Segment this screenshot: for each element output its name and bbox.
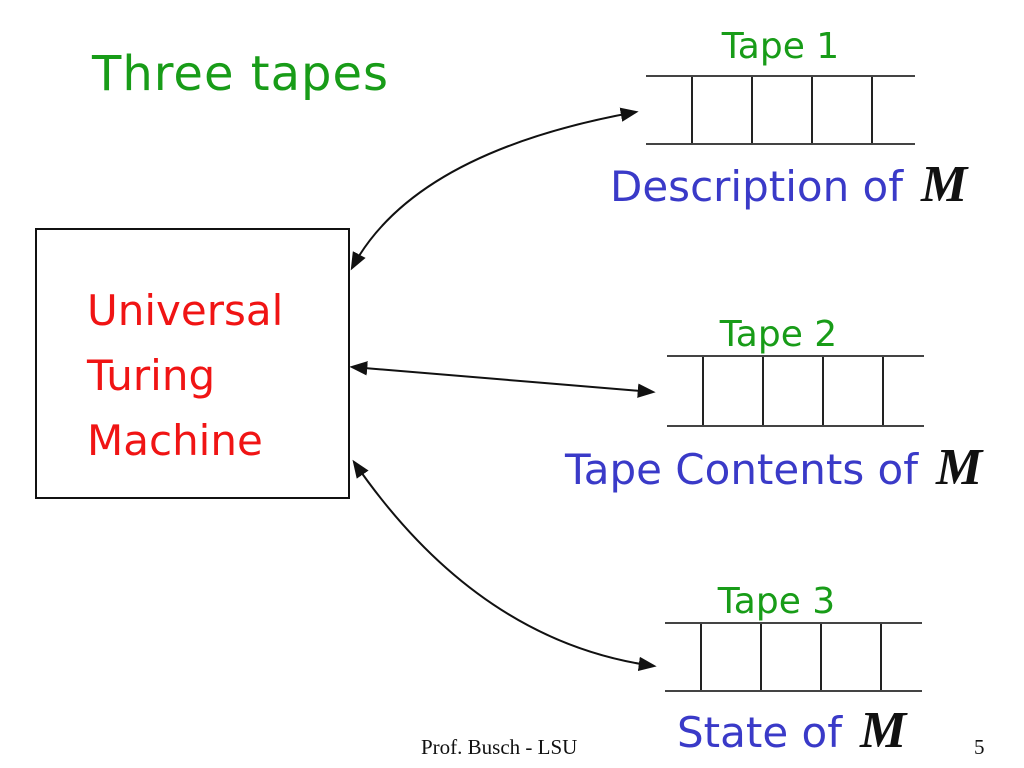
- tape-cell-divider: [820, 624, 822, 690]
- tape-3-caption-text: State of: [677, 708, 843, 757]
- machine-box-line-1: Universal: [87, 286, 284, 335]
- arrow-box-to-tape-2: [349, 361, 656, 398]
- machine-box-line-3: Machine: [87, 416, 263, 465]
- tape-3-label: Tape 3: [717, 581, 836, 622]
- machine-symbol-m: M: [921, 156, 968, 213]
- page-number: 5: [974, 735, 985, 759]
- tape-cell-divider: [762, 357, 764, 425]
- universal-turing-machine-box: Universal Turing Machine: [35, 228, 350, 499]
- tape-1-caption-text: Description of: [610, 162, 904, 211]
- tape-cell-divider: [751, 77, 753, 143]
- tape-cell-divider: [880, 624, 882, 690]
- tape-1-cells: [646, 75, 915, 145]
- tape-cell-divider: [871, 77, 873, 143]
- tape-cell-divider: [882, 357, 884, 425]
- machine-box-line-2: Turing: [87, 351, 216, 400]
- tape-1-label: Tape 1: [721, 26, 840, 67]
- tape-cell-divider: [691, 77, 693, 143]
- tape-2-cells: [667, 355, 924, 427]
- tape-3-cells: [665, 622, 922, 692]
- tape-1-caption: Description of M: [610, 155, 967, 214]
- machine-symbol-m: M: [860, 702, 907, 759]
- tape-2-caption: Tape Contents of M: [565, 438, 982, 497]
- machine-symbol-m: M: [936, 439, 983, 496]
- tape-cell-divider: [760, 624, 762, 690]
- footer-credit: Prof. Busch - LSU: [421, 735, 578, 759]
- tape-cell-divider: [822, 357, 824, 425]
- tape-cell-divider: [702, 357, 704, 425]
- slide-title: Three tapes: [92, 46, 389, 102]
- tape-2-caption-text: Tape Contents of: [565, 445, 919, 494]
- tape-cell-divider: [811, 77, 813, 143]
- tape-2-label: Tape 2: [719, 314, 838, 355]
- arrow-box-to-tape-1: [350, 107, 639, 271]
- tape-3-caption: State of M: [677, 701, 906, 760]
- tape-cell-divider: [700, 624, 702, 690]
